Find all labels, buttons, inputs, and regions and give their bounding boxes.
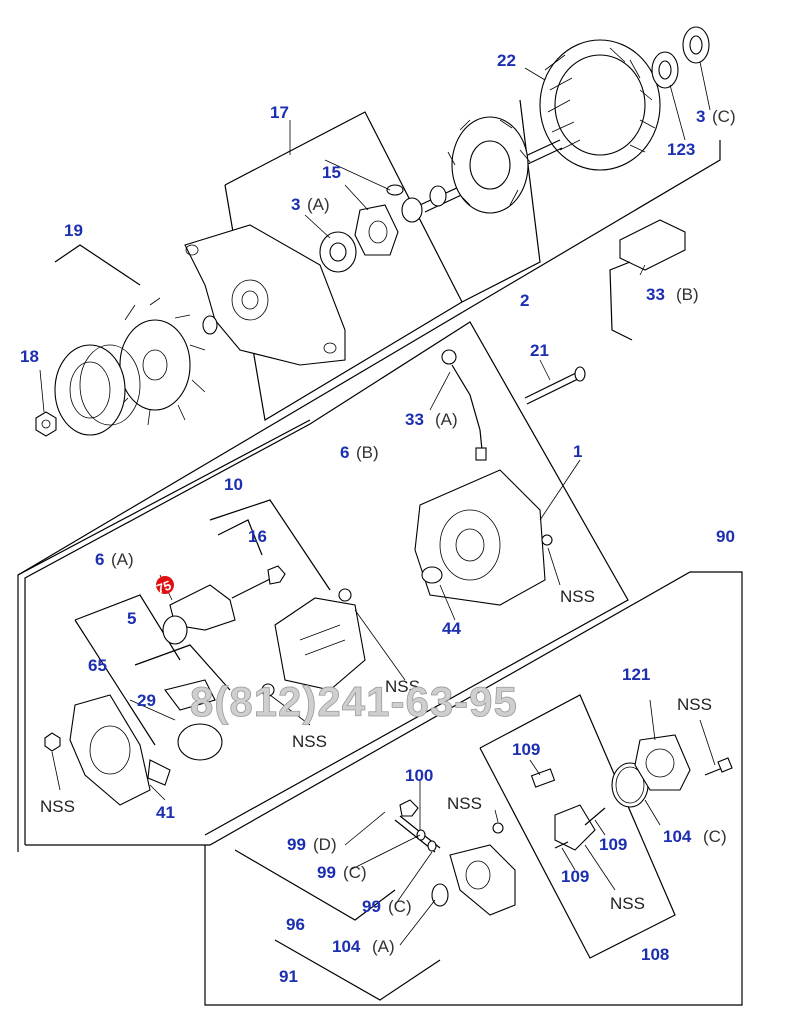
label-3c-top-suffix: (C) bbox=[712, 107, 736, 126]
front-frame bbox=[184, 224, 346, 366]
label-10: 10 bbox=[224, 475, 243, 494]
leader-lines bbox=[39, 61, 716, 946]
nss-label-bracket: NSS bbox=[292, 732, 327, 751]
bearing-123 bbox=[651, 51, 679, 89]
phone-watermark: 8(812)241-63-95 bbox=[190, 678, 518, 725]
pulley bbox=[54, 344, 141, 436]
label-75: 75 bbox=[154, 577, 173, 596]
label-104c-suffix: (C) bbox=[703, 827, 727, 846]
label-123: 123 bbox=[667, 140, 695, 159]
label-99c-a-suffix: (C) bbox=[343, 863, 367, 882]
bearing-3a bbox=[319, 231, 357, 273]
valve-109 bbox=[492, 768, 606, 851]
label-65: 65 bbox=[88, 656, 107, 675]
pump-housing-100 bbox=[394, 799, 516, 916]
label-121: 121 bbox=[622, 665, 650, 684]
fan-19 bbox=[117, 297, 206, 426]
bearing-3c bbox=[682, 26, 710, 64]
highlight-badge-75 bbox=[156, 576, 174, 594]
label-6b: 6 bbox=[340, 443, 349, 462]
vacuum-pump-121 bbox=[634, 734, 733, 791]
cable-33a bbox=[441, 349, 487, 461]
washer-15 bbox=[354, 184, 423, 256]
label-21: 21 bbox=[530, 341, 549, 360]
nut-18 bbox=[35, 411, 57, 437]
rotor-2 bbox=[419, 116, 563, 214]
nss-label-regulator: NSS bbox=[385, 677, 420, 696]
brush-holder-75 bbox=[162, 584, 236, 645]
label-2: 2 bbox=[520, 291, 529, 310]
nss-label-housing: NSS bbox=[447, 794, 482, 813]
nss-label-rear-frame: NSS bbox=[560, 587, 595, 606]
label-108: 108 bbox=[641, 945, 669, 964]
label-99c-b: 99 bbox=[362, 897, 381, 916]
stator-22 bbox=[539, 39, 661, 171]
label-3a-suffix: (A) bbox=[307, 195, 330, 214]
label-99c-a: 99 bbox=[317, 863, 336, 882]
rear-frame-1 bbox=[414, 469, 553, 606]
label-99d-suffix: (D) bbox=[313, 835, 337, 854]
label-104a-suffix: (A) bbox=[372, 937, 395, 956]
label-22: 22 bbox=[497, 51, 516, 70]
bolt-21 bbox=[524, 366, 586, 405]
label-33b-suffix: (B) bbox=[676, 285, 699, 304]
label-109-mid: 109 bbox=[599, 835, 627, 854]
label-16: 16 bbox=[248, 527, 267, 546]
nss-labels: NSS NSS NSS NSS NSS NSS NSS bbox=[40, 587, 712, 913]
label-3c-top: 3 bbox=[696, 107, 705, 126]
label-33b: 33 bbox=[646, 285, 665, 304]
label-33a: 33 bbox=[405, 410, 424, 429]
brush-33b bbox=[609, 219, 686, 341]
regulator-10 bbox=[261, 588, 366, 697]
nss-label-pump: NSS bbox=[677, 695, 712, 714]
label-99c-b-suffix: (C) bbox=[388, 897, 412, 916]
label-15: 15 bbox=[322, 163, 341, 182]
label-6b-suffix: (B) bbox=[356, 443, 379, 462]
cover-65 bbox=[44, 694, 171, 806]
label-100: 100 bbox=[405, 766, 433, 785]
label-91: 91 bbox=[279, 967, 298, 986]
nss-label-valve: NSS bbox=[610, 894, 645, 913]
label-6a-suffix: (A) bbox=[111, 550, 134, 569]
label-33a-suffix: (A) bbox=[435, 410, 458, 429]
label-96: 96 bbox=[286, 915, 305, 934]
label-19: 19 bbox=[64, 221, 83, 240]
label-6a: 6 bbox=[95, 550, 104, 569]
bearing-29 bbox=[164, 679, 223, 761]
label-1: 1 bbox=[573, 442, 582, 461]
label-41: 41 bbox=[156, 803, 175, 822]
label-18: 18 bbox=[20, 347, 39, 366]
label-17: 17 bbox=[270, 103, 289, 122]
gasket-104c bbox=[611, 762, 649, 808]
callout-labels: 22 3 (C) 123 17 15 3 (A) 19 18 33 (B) 2 … bbox=[20, 51, 736, 986]
label-5: 5 bbox=[127, 609, 136, 628]
label-44: 44 bbox=[442, 619, 461, 638]
label-29: 29 bbox=[137, 691, 156, 710]
label-104c: 104 bbox=[663, 827, 692, 846]
bolt-16 bbox=[231, 565, 286, 599]
label-90: 90 bbox=[716, 527, 735, 546]
nss-label-cover: NSS bbox=[40, 797, 75, 816]
label-109-bot: 109 bbox=[561, 867, 589, 886]
label-104a: 104 bbox=[332, 937, 361, 956]
label-99d: 99 bbox=[287, 835, 306, 854]
label-109-top: 109 bbox=[512, 740, 540, 759]
label-3a: 3 bbox=[291, 195, 300, 214]
